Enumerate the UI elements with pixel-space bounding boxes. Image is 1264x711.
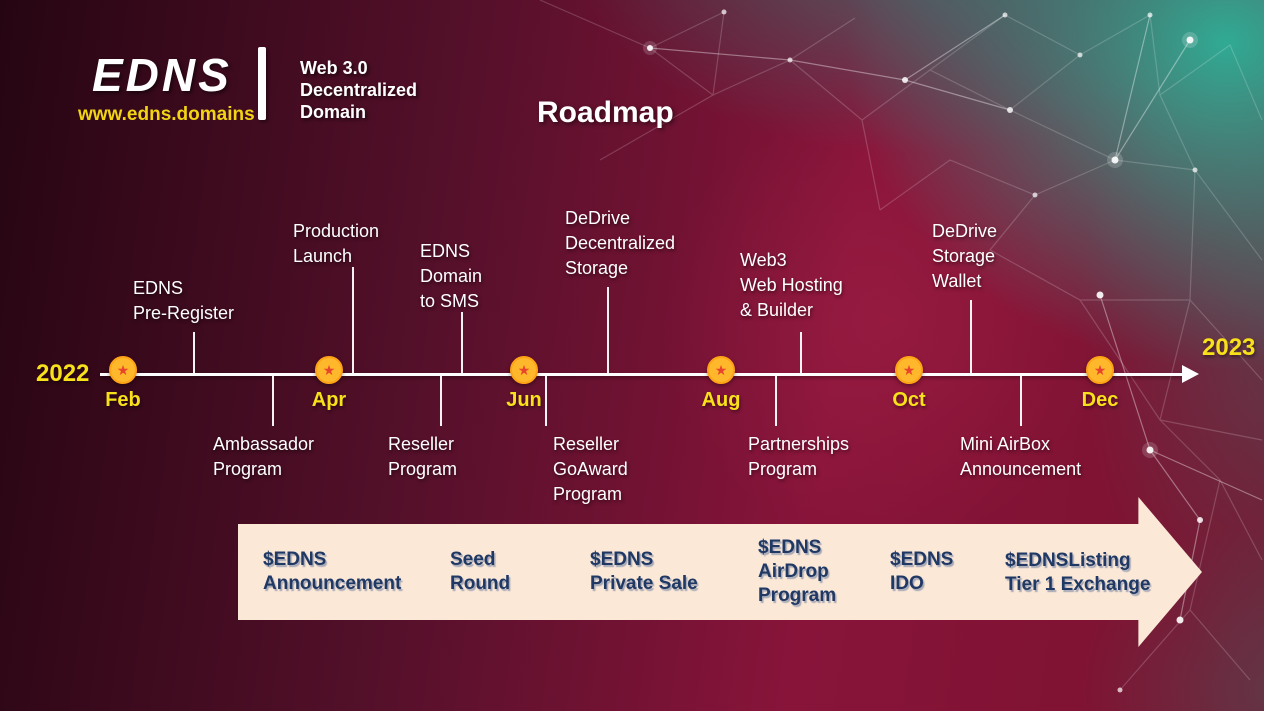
milestone-connector	[545, 376, 547, 426]
star-icon: ★	[116, 362, 130, 378]
banner-item-seed-round: Seed Round	[450, 549, 511, 594]
page-title: Roadmap	[537, 96, 674, 129]
month-label-jun: Jun	[506, 389, 542, 411]
milestone-reseller-program: Reseller Program	[388, 434, 458, 479]
brand-tagline: Web 3.0 Decentralized Domain	[300, 58, 418, 122]
month-marker-oct: ★	[895, 356, 923, 384]
banner-item-edns-announcement: $EDNS Announcement	[263, 549, 402, 594]
milestone-reseller-goaward-program: Reseller GoAward Program	[553, 434, 628, 504]
month-marker-aug: ★	[707, 356, 735, 384]
milestone-connector	[775, 376, 777, 426]
month-marker-dec: ★	[1086, 356, 1114, 384]
brand-divider	[258, 47, 266, 120]
banner-item-private-sale: $EDNS Private Sale	[590, 549, 698, 594]
month-marker-apr: ★	[315, 356, 343, 384]
milestone-dedrive-storage-wallet: DeDrive Storage Wallet	[932, 221, 998, 291]
milestone-partnerships-program: Partnerships Program	[748, 434, 850, 479]
timeline-axis	[100, 373, 1184, 376]
star-icon: ★	[1093, 362, 1107, 378]
month-label-oct: Oct	[892, 389, 926, 411]
milestone-web3-hosting-builder: Web3 Web Hosting & Builder	[740, 250, 843, 320]
year-end-label: 2023	[1202, 334, 1256, 361]
month-label-dec: Dec	[1081, 389, 1119, 411]
month-marker-jun: ★	[510, 356, 538, 384]
star-icon: ★	[322, 362, 336, 378]
milestone-connector	[970, 300, 972, 375]
milestone-connector	[461, 312, 463, 375]
banner-item-ido: $EDNS IDO	[890, 549, 954, 594]
star-icon: ★	[902, 362, 916, 378]
month-label-aug: Aug	[701, 389, 741, 411]
milestone-edns-pre-register: EDNS Pre-Register	[133, 278, 235, 323]
banner-item-airdrop-program: $EDNS AirDrop Program	[758, 537, 837, 606]
milestone-connector	[1020, 376, 1022, 426]
milestone-production-launch: Production Launch	[293, 221, 380, 266]
star-icon: ★	[517, 362, 531, 378]
month-label-feb: Feb	[105, 389, 141, 411]
milestone-connector	[440, 376, 442, 426]
banner-item-listing-tier1-exchange: $EDNSListing Tier 1 Exchange	[1005, 550, 1151, 595]
milestone-connector	[352, 267, 354, 375]
milestone-connector	[607, 287, 609, 375]
milestone-connector	[800, 332, 802, 375]
year-start-label: 2022	[36, 360, 90, 387]
website-url: www.edns.domains	[78, 104, 255, 125]
milestone-connector	[272, 376, 274, 426]
edns-logo: EDNS	[92, 49, 232, 101]
month-label-apr: Apr	[311, 389, 347, 411]
timeline-arrowhead-icon	[1182, 365, 1199, 383]
milestone-dedrive-storage: DeDrive Decentralized Storage	[565, 208, 676, 278]
milestone-domain-to-sms: EDNS Domain to SMS	[420, 241, 483, 311]
milestone-mini-airbox-announcement: Mini AirBox Announcement	[960, 434, 1082, 479]
star-icon: ★	[714, 362, 728, 378]
month-marker-feb: ★	[109, 356, 137, 384]
milestone-ambassador-program: Ambassador Program	[213, 434, 315, 479]
milestone-connector	[193, 332, 195, 375]
